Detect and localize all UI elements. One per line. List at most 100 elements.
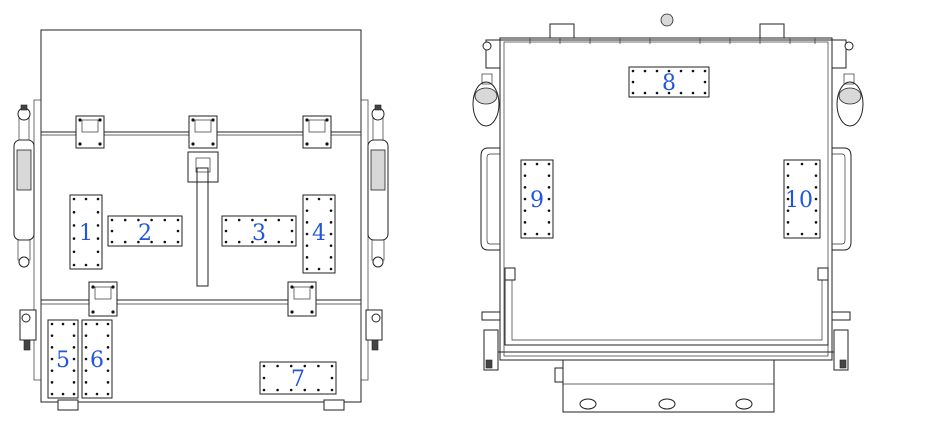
panel-1-label: 1 bbox=[79, 221, 93, 246]
foot-left bbox=[57, 399, 79, 411]
connector-center bbox=[658, 398, 676, 410]
bolt-hole bbox=[305, 197, 309, 201]
connector-left bbox=[579, 398, 597, 410]
bolt-hole bbox=[305, 244, 309, 247]
bolt-hole bbox=[84, 369, 88, 372]
bolt-hole bbox=[655, 69, 659, 73]
bolt-hole bbox=[535, 162, 539, 166]
bolt-hole bbox=[96, 250, 100, 254]
bolt-hole bbox=[264, 240, 267, 244]
left-lower-clamp bbox=[481, 311, 501, 371]
bolt-hole bbox=[814, 186, 818, 189]
bolt-hole bbox=[277, 218, 281, 222]
bolt-hole bbox=[547, 162, 551, 166]
bolt-hole bbox=[262, 364, 266, 368]
panel-1-plate bbox=[69, 194, 103, 270]
bolt-hole bbox=[106, 392, 110, 396]
bolt-hole bbox=[224, 229, 228, 233]
bolt-hole bbox=[290, 229, 294, 233]
bolt-hole bbox=[330, 376, 334, 380]
hinge-top-right bbox=[302, 115, 332, 149]
bolt-hole bbox=[84, 263, 88, 267]
lower-tray bbox=[492, 267, 840, 353]
hinge-top-left bbox=[75, 115, 105, 149]
bolt-hole bbox=[290, 218, 294, 222]
bolt-hole bbox=[84, 322, 88, 326]
bolt-hole bbox=[277, 240, 281, 244]
bolt-hole bbox=[96, 210, 100, 214]
top-knob bbox=[660, 13, 674, 27]
bolt-hole bbox=[330, 388, 334, 392]
bolt-hole bbox=[72, 392, 76, 396]
hinge-bottom-left bbox=[88, 281, 118, 317]
bolt-hole bbox=[329, 221, 333, 224]
bolt-hole bbox=[290, 240, 294, 244]
bolt-hole bbox=[814, 232, 818, 236]
bolt-hole bbox=[72, 237, 76, 240]
bolt-hole bbox=[667, 69, 671, 73]
bolt-hole bbox=[72, 334, 76, 337]
panel-7-label: 7 bbox=[291, 367, 305, 392]
bolt-hole bbox=[800, 232, 804, 236]
bolt-hole bbox=[72, 210, 76, 214]
foot-right bbox=[323, 399, 345, 411]
base-connector-box bbox=[554, 359, 775, 413]
panel-10-plate bbox=[783, 159, 821, 239]
bolt-hole bbox=[643, 69, 647, 73]
bolt-hole bbox=[814, 221, 818, 224]
bolt-hole bbox=[96, 224, 100, 227]
left-side-frame bbox=[33, 99, 42, 381]
bolt-hole bbox=[523, 232, 527, 236]
bolt-hole bbox=[631, 80, 635, 84]
bolt-hole bbox=[72, 250, 76, 254]
panel-2: 2 bbox=[107, 215, 183, 247]
bolt-hole bbox=[72, 369, 76, 372]
bolt-hole bbox=[547, 209, 551, 212]
bolt-hole bbox=[264, 218, 267, 222]
bolt-hole bbox=[61, 392, 65, 396]
bolt-hole bbox=[667, 91, 671, 95]
bolt-hole bbox=[262, 376, 266, 380]
bolt-hole bbox=[800, 162, 804, 166]
bolt-hole bbox=[786, 174, 790, 177]
bolt-hole bbox=[123, 240, 127, 244]
bolt-hole bbox=[50, 334, 54, 337]
bolt-hole bbox=[72, 381, 76, 384]
bolt-hole bbox=[317, 364, 320, 368]
bolt-hole bbox=[72, 224, 76, 227]
bolt-hole bbox=[329, 197, 333, 201]
bolt-hole bbox=[251, 218, 254, 222]
bolt-hole bbox=[691, 69, 695, 73]
left-handle[interactable] bbox=[480, 147, 500, 251]
bolt-hole bbox=[106, 369, 110, 372]
bolt-hole bbox=[523, 162, 527, 166]
bolt-hole bbox=[96, 197, 100, 201]
panel-2-plate bbox=[107, 215, 183, 247]
panel-10-label: 10 bbox=[785, 188, 813, 213]
bolt-hole bbox=[176, 218, 180, 222]
bolt-hole bbox=[84, 334, 88, 337]
bolt-hole bbox=[523, 186, 527, 189]
bolt-hole bbox=[547, 186, 551, 189]
bolt-hole bbox=[96, 237, 100, 240]
left-gas-strut bbox=[13, 104, 35, 268]
bolt-hole bbox=[289, 388, 293, 392]
right-handle[interactable] bbox=[832, 147, 852, 251]
bolt-hole bbox=[61, 322, 65, 326]
bolt-hole bbox=[106, 357, 110, 361]
panel-5-label: 5 bbox=[56, 348, 70, 373]
central-latch-strap bbox=[187, 151, 219, 287]
hinge-top-center bbox=[188, 115, 218, 149]
right-side-frame bbox=[360, 99, 369, 381]
bolt-hole bbox=[95, 322, 99, 326]
bolt-hole bbox=[523, 209, 527, 212]
bolt-hole bbox=[237, 218, 241, 222]
panel-9: 9 bbox=[520, 159, 554, 239]
panel-8-label: 8 bbox=[662, 71, 676, 96]
bolt-hole bbox=[106, 346, 110, 349]
bolt-hole bbox=[50, 346, 54, 349]
bolt-hole bbox=[786, 162, 790, 166]
bolt-hole bbox=[72, 263, 76, 267]
bolt-hole bbox=[703, 80, 707, 84]
